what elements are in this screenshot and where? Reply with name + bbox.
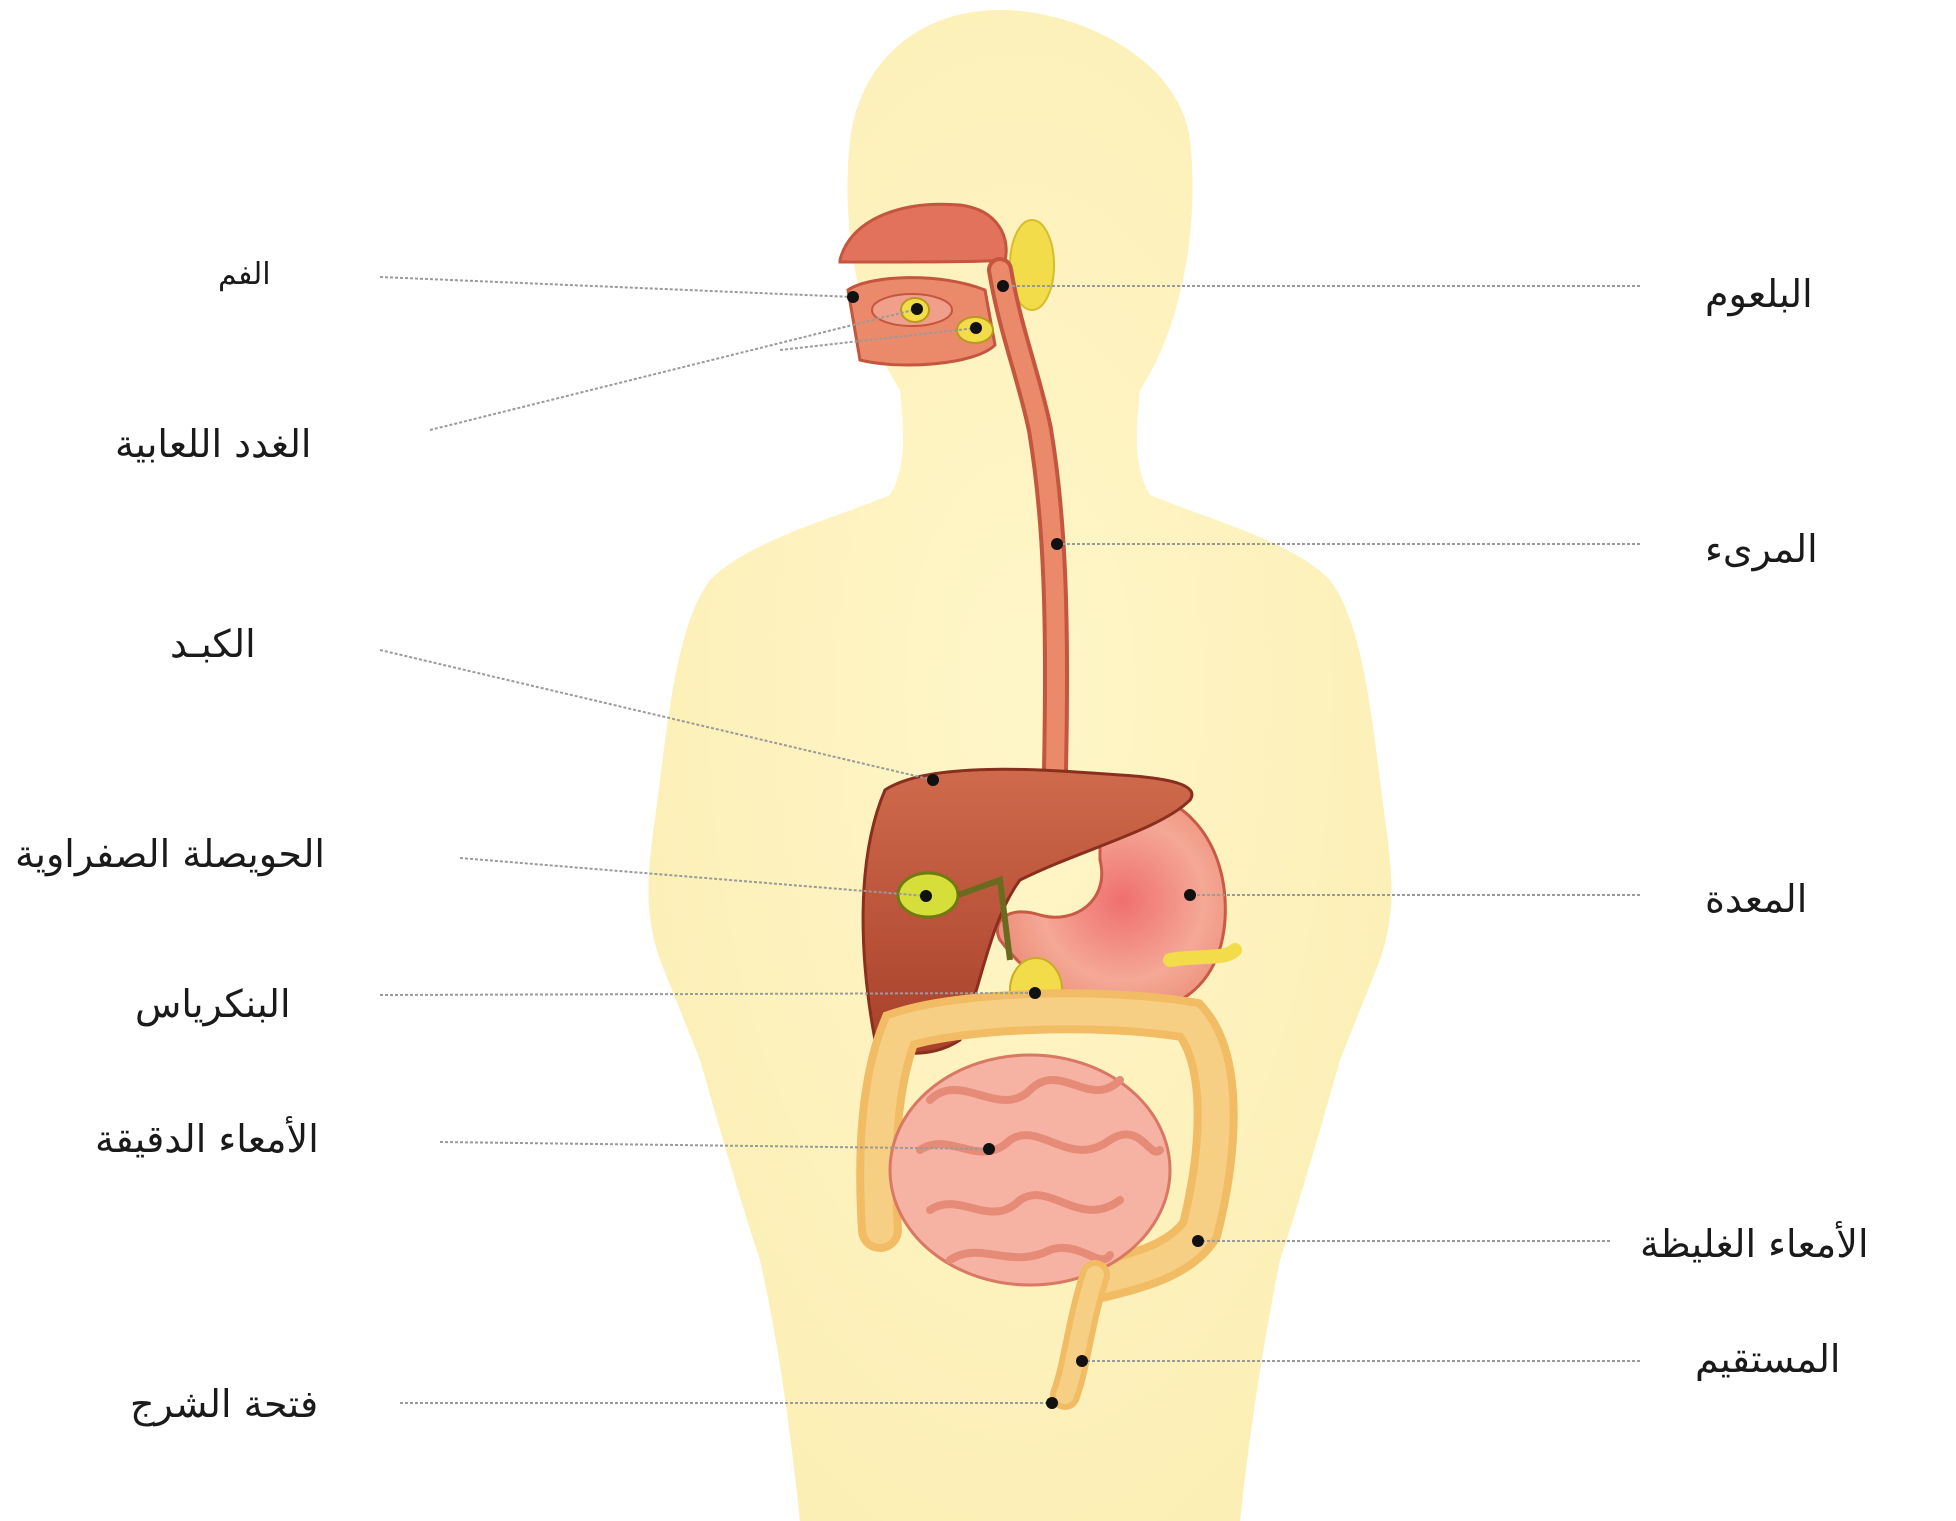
label-large-intestine: الأمعاء الغليظة bbox=[1640, 1225, 1869, 1263]
dot-small-intestine bbox=[983, 1143, 995, 1155]
dot-esophagus bbox=[1051, 538, 1063, 550]
dot-anus bbox=[1046, 1397, 1058, 1409]
dot-liver bbox=[927, 774, 939, 786]
dot-large-intestine bbox=[1192, 1235, 1204, 1247]
dot-stomach bbox=[1184, 889, 1196, 901]
dot-mouth bbox=[847, 291, 859, 303]
dot-gallbladder bbox=[920, 890, 932, 902]
label-rectum: المستقيم bbox=[1695, 1340, 1840, 1378]
label-mouth: الفم bbox=[218, 260, 271, 290]
label-esophagus: المرىء bbox=[1705, 530, 1818, 568]
dot-rectum bbox=[1076, 1355, 1088, 1367]
label-pancreas: البنكرياس bbox=[135, 985, 291, 1023]
label-salivary-glands: الغدد اللعابية bbox=[115, 425, 311, 463]
label-liver: الكبـد bbox=[170, 625, 256, 663]
dot-pancreas bbox=[1029, 987, 1041, 999]
leader-mouth bbox=[380, 277, 853, 297]
small-intestine-shape bbox=[890, 1055, 1170, 1285]
dot-salivary-1 bbox=[911, 303, 923, 315]
label-stomach: المعدة bbox=[1705, 880, 1807, 918]
dot-salivary-2 bbox=[970, 322, 982, 334]
label-pharynx: البلعوم bbox=[1705, 275, 1813, 313]
dot-pharynx bbox=[997, 280, 1009, 292]
label-small-intestine: الأمعاء الدقيقة bbox=[95, 1120, 319, 1158]
label-anus: فتحة الشرج bbox=[130, 1385, 318, 1423]
label-gallbladder: الحويصلة الصفراوية bbox=[15, 835, 325, 873]
leader-salivary-glands bbox=[430, 309, 917, 430]
